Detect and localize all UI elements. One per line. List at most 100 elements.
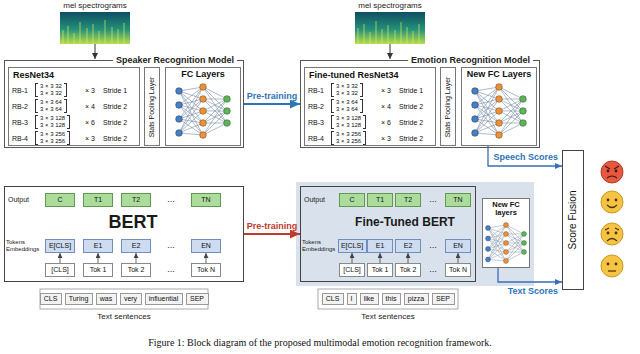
node-text: RB-3 <box>308 119 324 127</box>
matrix-bracket: 3 × 3 643 × 3 64 <box>35 99 67 113</box>
token-box: E2 <box>395 239 421 253</box>
word-box: was <box>96 293 117 305</box>
node-text: 3 × 3 32 <box>336 83 358 90</box>
node-text: ResNet34 <box>13 70 54 80</box>
node-text: RB-2 <box>12 103 28 111</box>
token-box: TN <box>445 193 471 207</box>
node-text: I <box>351 295 353 303</box>
token-box: Tok N <box>191 263 221 277</box>
connector <box>498 268 562 282</box>
node-text: 3 × 3 64 <box>40 106 62 113</box>
node-text: RB-4 <box>12 135 28 143</box>
node-text: E[CLS] <box>341 242 363 250</box>
word-box: like <box>360 293 379 305</box>
connector <box>352 253 353 263</box>
annotation-label: ... <box>167 194 175 204</box>
node-text: 3 × 3 128 <box>40 115 65 122</box>
node-text: 3 × 3 256 <box>40 138 65 145</box>
node-text: RB-2 <box>308 103 324 111</box>
word-box: pizza <box>404 293 429 305</box>
word-box: I <box>347 293 357 305</box>
matrix-bracket: 3 × 3 1283 × 3 128 <box>331 115 366 129</box>
annotation-label: ... <box>167 264 175 274</box>
node-text: 3 × 3 128 <box>336 115 361 122</box>
node-text: Stride 1 <box>399 87 423 95</box>
node-text: 3 × 3 256 <box>336 138 361 145</box>
node-text: Stride 2 <box>399 135 423 143</box>
token-box: C <box>45 193 75 207</box>
node-text: E1 <box>376 242 385 250</box>
node-text: Stats Pooling Layer <box>444 76 452 137</box>
neutral-emoji <box>601 255 623 277</box>
edge-label: Pre-training <box>247 91 298 101</box>
token-box: C <box>339 193 365 207</box>
pooling-layer: Stats Pooling Layer <box>144 67 160 146</box>
node-text: RB-1 <box>12 87 28 95</box>
node-text: [CLS] <box>343 266 361 274</box>
node-text: TN <box>453 196 462 204</box>
annotation-label: ... <box>429 264 437 274</box>
node-text: Stats Pooling Layer <box>148 76 156 137</box>
node-text: E2 <box>132 242 141 250</box>
matrix-bracket: 3 × 3 323 × 3 32 <box>35 83 67 97</box>
matrix-bracket: 3 × 3 2563 × 3 256 <box>331 131 366 145</box>
node-text: Tok 2 <box>128 266 145 274</box>
connector <box>98 253 99 263</box>
sentence-frame <box>40 289 208 309</box>
fc-ground <box>482 198 530 268</box>
spectrogram <box>60 12 130 44</box>
input-arrow <box>390 44 391 59</box>
annotation-label: Tokens Embeddings <box>6 239 40 253</box>
node-text: Stride 2 <box>103 103 127 111</box>
node-text: × 3 <box>85 87 95 95</box>
node-text: FC Layers <box>167 70 239 80</box>
node-text: Stride 1 <box>103 87 127 95</box>
node-text: 3 × 3 64 <box>336 99 358 106</box>
connector <box>380 253 381 263</box>
node-text: 3 × 3 32 <box>40 83 62 90</box>
node-text: Stride 2 <box>103 119 127 127</box>
token-box: T1 <box>367 193 393 207</box>
node-text: Fine-Tuned BERT <box>355 216 455 230</box>
edge-label: Text Scores <box>508 286 558 296</box>
node-text: 3 × 3 64 <box>40 99 62 106</box>
node-text: × 6 <box>85 119 95 127</box>
bert-box: CT1T2TNE[CLS]E1E2EN[CLS]Tok 1Tok 2Tok NB… <box>4 186 244 282</box>
fc-layer-box: New FC layers <box>482 198 530 268</box>
annotation-label: Text sentences <box>361 312 414 321</box>
annotation-label: Tokens Embeddings <box>302 239 336 253</box>
node-text: Stride 2 <box>399 119 423 127</box>
node-text: SEP <box>190 295 204 303</box>
node-text: Stride 2 <box>399 103 423 111</box>
annotation-label: Output <box>8 196 29 203</box>
token-box: [CLS] <box>45 263 75 277</box>
node-text: 3 × 3 256 <box>336 131 361 138</box>
node-text: × 3 <box>381 87 391 95</box>
token-box: EN <box>445 239 471 253</box>
token-box: Tok 1 <box>367 263 393 277</box>
node-text: EN <box>201 242 211 250</box>
node-text: Tok 1 <box>372 266 389 274</box>
node-text: was <box>100 295 112 303</box>
word-box: SEP <box>186 293 209 305</box>
node-text: × 6 <box>381 119 391 127</box>
token-box: TN <box>191 193 221 207</box>
node-text: Score Fusion <box>567 191 579 250</box>
edge-label: Pre-training <box>247 221 298 231</box>
node-text: Tok N <box>449 266 467 274</box>
annotation-label: ... <box>429 240 437 250</box>
node-text: Stride 2 <box>103 135 127 143</box>
word-box: SEP <box>432 293 455 305</box>
node-text: × 3 <box>381 135 391 143</box>
token-box: E1 <box>367 239 393 253</box>
node-text: like <box>364 295 375 303</box>
node-text: 3 × 3 64 <box>336 106 358 113</box>
word-box: influential <box>145 293 183 305</box>
neural-net-icon <box>176 84 231 139</box>
connector <box>488 146 562 166</box>
input-arrow <box>95 44 96 59</box>
token-box: E2 <box>121 239 151 253</box>
node-text: 3 × 3 128 <box>336 122 361 129</box>
matrix-bracket: 3 × 3 2563 × 3 256 <box>35 131 70 145</box>
token-box: Tok N <box>445 263 471 277</box>
